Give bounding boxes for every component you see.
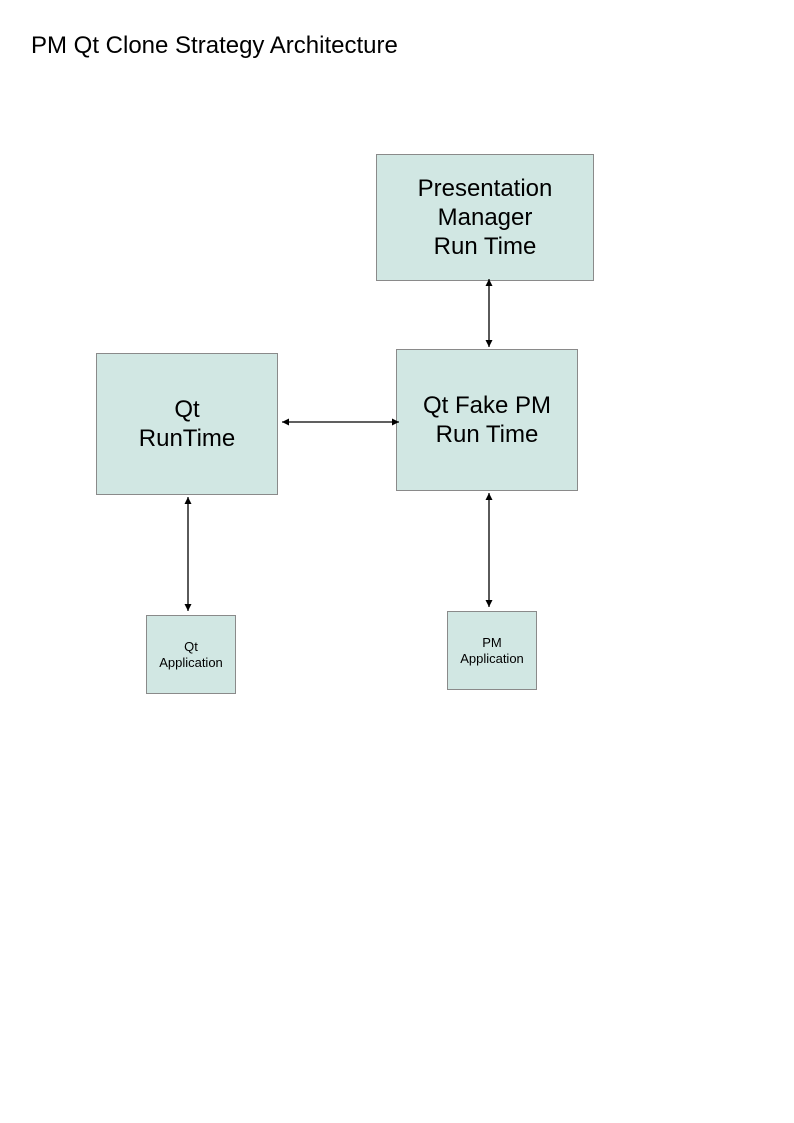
node-label-line: Application	[460, 650, 524, 666]
presentation-manager-runtime-box: Presentation Manager Run Time	[376, 154, 594, 281]
pm-application-box: PM Application	[447, 611, 537, 690]
node-label-line: PM	[482, 634, 502, 650]
node-label-line: Run Time	[433, 233, 537, 260]
node-label-line: Qt Fake PM	[422, 392, 552, 419]
node-label-line: RunTime	[138, 425, 236, 452]
qt-fake-pm-runtime-box: Qt Fake PM Run Time	[396, 349, 578, 491]
node-label-line: Presentation	[417, 175, 553, 202]
qt-runtime-box: Qt RunTime	[96, 353, 278, 495]
qt-application-box: Qt Application	[146, 615, 236, 694]
node-label-line: Run Time	[435, 421, 539, 448]
node-label-line: Qt	[184, 638, 198, 654]
node-label-line: Manager	[437, 204, 533, 231]
page-title: PM Qt Clone Strategy Architecture	[31, 32, 398, 59]
node-label-line: Application	[159, 654, 223, 670]
node-label-line: Qt	[174, 396, 200, 423]
